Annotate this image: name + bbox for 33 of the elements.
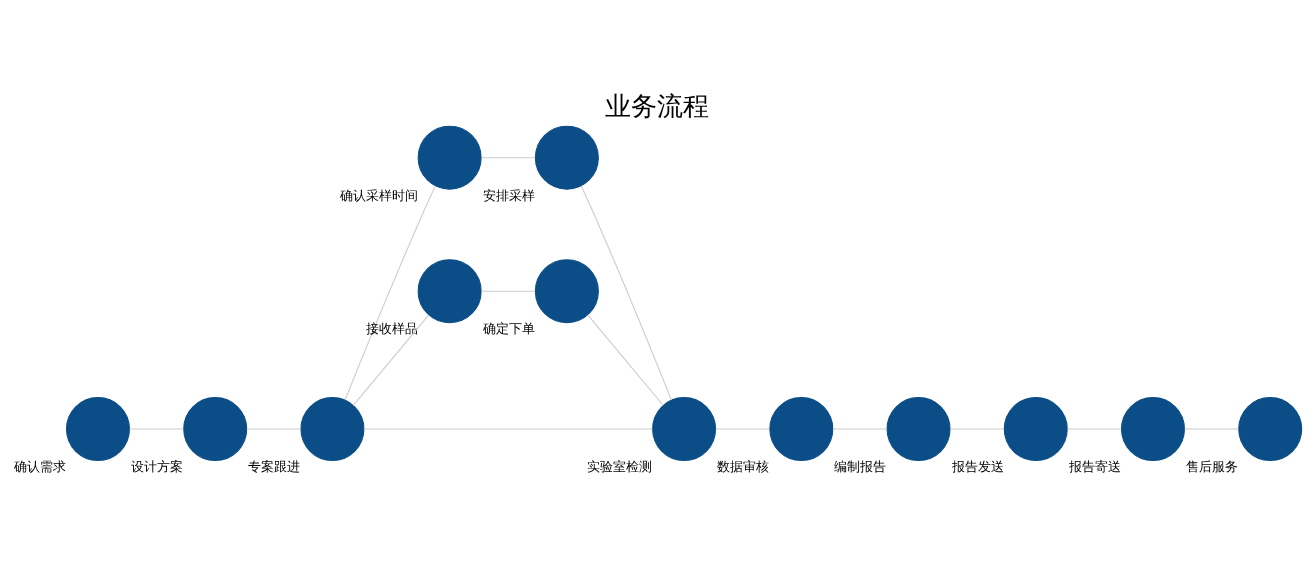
node-circle <box>65 397 130 462</box>
node-label: 确定下单 <box>482 321 535 337</box>
node-circle <box>886 397 951 462</box>
node-circle <box>183 397 248 462</box>
node-label: 接收样品 <box>365 321 418 337</box>
node-circle <box>417 259 482 324</box>
connector <box>352 314 430 406</box>
node-circle <box>1003 397 1068 462</box>
connector <box>480 157 536 159</box>
node-circle <box>1238 397 1303 462</box>
node-circle <box>652 397 717 462</box>
node-circle <box>300 397 365 462</box>
node-label: 安排采样 <box>482 187 535 203</box>
node-label: 数据审核 <box>717 458 770 474</box>
connector <box>344 185 436 401</box>
connector <box>480 290 536 292</box>
node-label: 设计方案 <box>131 458 184 474</box>
node-label: 编制报告 <box>834 458 887 474</box>
node-circle <box>1120 397 1185 462</box>
diagram-title: 业务流程 <box>605 90 710 121</box>
connector <box>587 314 664 406</box>
node-label: 售后服务 <box>1186 458 1239 474</box>
node-label: 报告寄送 <box>1068 458 1121 474</box>
node-circle <box>417 125 482 190</box>
node-circle <box>534 125 599 190</box>
node-circle <box>534 259 599 324</box>
node-label: 报告发送 <box>951 458 1004 474</box>
connector <box>580 185 672 401</box>
node-label: 确认采样时间 <box>339 187 418 203</box>
node-label: 实验室检测 <box>587 458 653 474</box>
node-label: 专案跟进 <box>248 458 301 474</box>
node-circle <box>769 397 834 462</box>
node-label: 确认需求 <box>13 458 66 474</box>
